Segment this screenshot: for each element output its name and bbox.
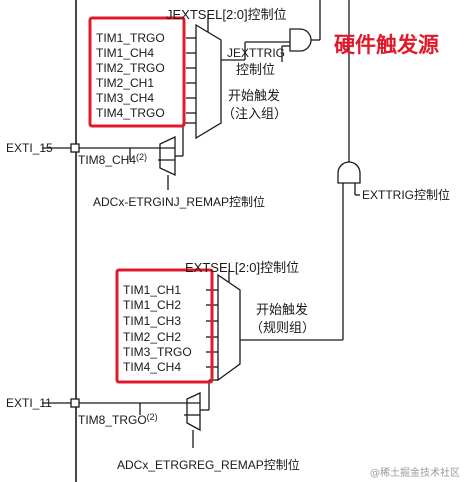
regular-input-2: TIM1_CH3 bbox=[123, 314, 181, 328]
injected-input-2: TIM2_TRGO bbox=[96, 61, 165, 75]
regular-input-0: TIM1_CH1 bbox=[123, 283, 181, 297]
injected-start-label-line1: 开始触发 bbox=[228, 88, 280, 103]
injected-mux bbox=[195, 23, 222, 140]
etrginj-remap-label: ADCx-ETRGINJ_REMAP控制位 bbox=[93, 194, 265, 209]
hardware-trigger-annotation: 硬件触发源 bbox=[334, 33, 439, 57]
exttrig-and-gate bbox=[337, 161, 361, 184]
exti15-label: EXTI_15 bbox=[6, 141, 53, 155]
injected-and-gate bbox=[289, 28, 312, 52]
regular-mux bbox=[217, 273, 241, 382]
injected-sources-highlight bbox=[88, 16, 186, 128]
etrgreg-remap-label: ADCx_ETRGREG_REMAP控制位 bbox=[117, 457, 300, 472]
jexttrig-label-line1: JEXTTRIG bbox=[227, 46, 285, 60]
jextsel-label: JEXTSEL[2:0]控制位 bbox=[166, 7, 287, 22]
injected-remap-mux bbox=[159, 135, 176, 177]
exti15-terminal bbox=[70, 143, 80, 153]
jexttrig-label-line2: 控制位 bbox=[236, 62, 275, 77]
regular-sources-highlight bbox=[115, 268, 214, 384]
tim8-ch4-label: TIM8_CH4(2) bbox=[78, 152, 147, 167]
watermark: @稀土掘金技术社区 bbox=[370, 466, 460, 479]
extsel-label: EXTSEL[2:0]控制位 bbox=[185, 260, 299, 275]
regular-input-3: TIM2_CH2 bbox=[123, 330, 181, 344]
injected-input-1: TIM1_CH4 bbox=[96, 46, 154, 60]
regular-start-label-line1: 开始触发 bbox=[256, 302, 308, 317]
injected-input-4: TIM3_CH4 bbox=[96, 91, 154, 105]
regular-input-5: TIM4_CH4 bbox=[123, 360, 181, 374]
exttrig-label: EXTTRIG控制位 bbox=[362, 187, 450, 202]
injected-start-label-line2: （注入组） bbox=[222, 106, 287, 121]
exti11-label: EXTI_11 bbox=[6, 396, 52, 410]
injected-input-5: TIM4_TRGO bbox=[96, 106, 165, 120]
regular-remap-mux bbox=[186, 391, 201, 432]
injected-input-0: TIM1_TRGO bbox=[96, 31, 165, 45]
regular-input-4: TIM3_TRGO bbox=[123, 345, 192, 359]
injected-input-3: TIM2_CH1 bbox=[96, 76, 154, 90]
regular-input-1: TIM1_CH2 bbox=[123, 298, 181, 312]
tim8-trgo-label: TIM8_TRGO(2) bbox=[78, 412, 158, 427]
exti11-terminal bbox=[70, 398, 80, 408]
regular-start-label-line2: （规则组） bbox=[250, 320, 315, 335]
